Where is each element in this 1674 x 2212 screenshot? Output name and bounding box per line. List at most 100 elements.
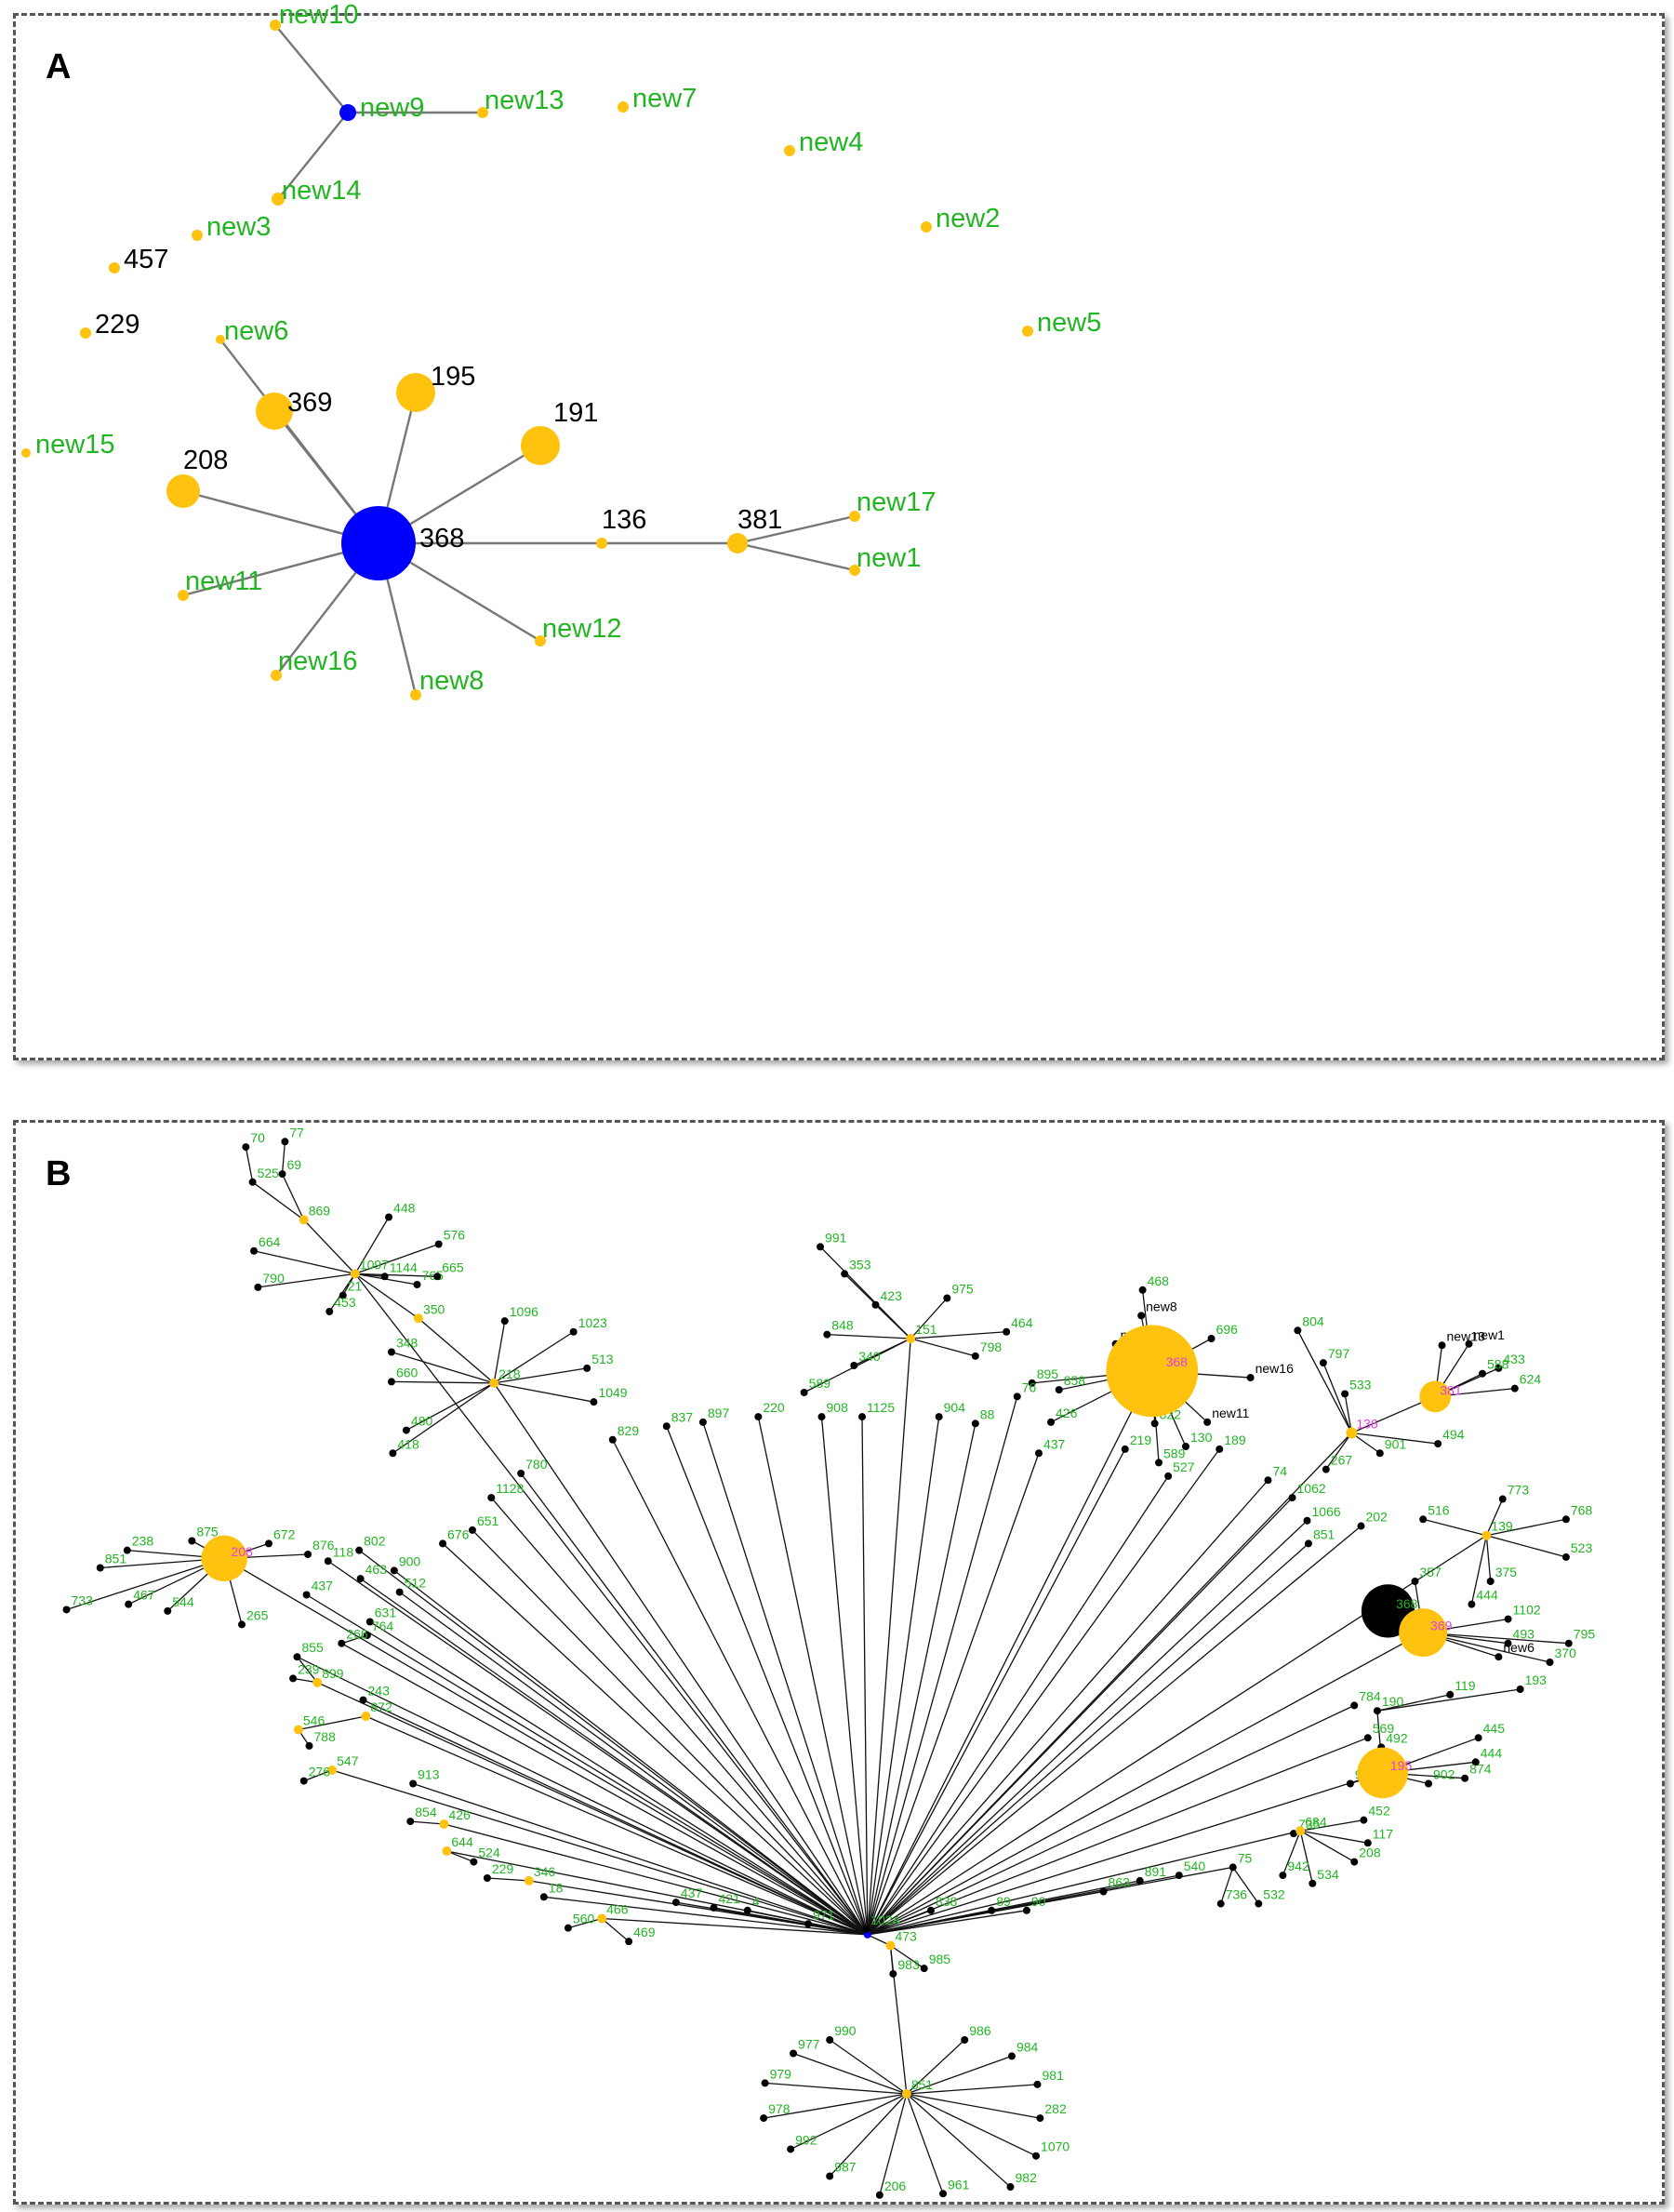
node	[109, 262, 120, 273]
node-label: 464	[1011, 1315, 1033, 1330]
node-label: 208	[232, 1544, 254, 1559]
edge	[867, 1910, 1027, 1936]
node	[597, 1913, 607, 1924]
edge	[297, 1656, 869, 1936]
node	[1164, 1472, 1173, 1480]
node	[21, 448, 31, 458]
edge	[1423, 1632, 1569, 1645]
node-label: 1096	[510, 1304, 538, 1319]
node-label: 1049	[598, 1385, 627, 1400]
edge	[1344, 1393, 1352, 1433]
node-label: 804	[1302, 1313, 1324, 1328]
edge	[829, 2093, 908, 2177]
node	[1279, 1872, 1287, 1880]
node	[1175, 1872, 1183, 1880]
edge	[867, 1497, 1294, 1936]
edge	[493, 1331, 575, 1384]
edge	[223, 1557, 869, 1936]
edge	[258, 1273, 355, 1288]
node-label: 381	[1440, 1383, 1462, 1398]
edge	[354, 1243, 439, 1275]
node	[787, 2145, 795, 2153]
node-label: 589	[809, 1376, 831, 1391]
node-label: new14	[282, 176, 361, 206]
node	[312, 1677, 323, 1687]
edge	[274, 24, 349, 113]
node-label: 282	[1044, 2101, 1067, 2116]
node	[1322, 1465, 1330, 1473]
edge	[807, 1923, 868, 1936]
edge	[472, 1529, 869, 1936]
node	[434, 1240, 443, 1248]
edge	[399, 1592, 869, 1936]
node-label: 18	[549, 1880, 564, 1895]
edge	[1300, 1830, 1368, 1844]
edge	[331, 1769, 868, 1936]
node-label: 369	[1430, 1619, 1453, 1633]
node-label: 516	[1428, 1502, 1450, 1517]
node	[800, 1389, 808, 1396]
node-label: 266	[346, 1627, 368, 1642]
node-label: 195	[431, 362, 475, 392]
node-label: 863	[1109, 1875, 1131, 1890]
node-label: 193	[1525, 1672, 1548, 1687]
node-label: 569	[1373, 1721, 1395, 1736]
edge	[875, 1304, 911, 1339]
node	[862, 1926, 870, 1934]
edge	[567, 1917, 603, 1929]
edge	[867, 1338, 911, 1935]
node	[361, 1712, 371, 1721]
node-label: 370	[1555, 1646, 1577, 1660]
node	[1106, 1325, 1199, 1418]
edge	[1376, 1688, 1521, 1712]
edge	[906, 2093, 944, 2194]
node	[439, 1539, 447, 1548]
node-label: new12	[542, 614, 621, 644]
edge	[906, 2093, 1011, 2188]
node	[1255, 1899, 1263, 1908]
edge	[340, 1643, 869, 1936]
edge	[245, 1146, 254, 1182]
node	[355, 1546, 364, 1554]
node	[1138, 1286, 1147, 1294]
node-label: 4	[752, 1894, 760, 1909]
node	[817, 1243, 825, 1251]
edge	[867, 1417, 940, 1935]
node	[356, 1575, 365, 1583]
edge	[1485, 1499, 1504, 1536]
edge	[442, 1542, 869, 1936]
node-label: 547	[337, 1753, 359, 1768]
edge	[520, 1472, 869, 1936]
node-label: 838	[936, 1894, 958, 1909]
node-label: 202	[1366, 1510, 1388, 1525]
node	[250, 1246, 259, 1255]
node	[350, 1269, 360, 1279]
node-label: 897	[708, 1406, 730, 1420]
node-label: 560	[573, 1912, 595, 1926]
node-label: 1066	[1312, 1504, 1341, 1519]
node	[943, 1294, 951, 1302]
node	[961, 2036, 969, 2044]
node	[387, 1378, 395, 1386]
node	[254, 1283, 262, 1291]
node	[281, 1138, 289, 1146]
node	[1036, 2114, 1044, 2123]
edge	[281, 1141, 286, 1175]
edge	[1351, 1432, 1439, 1445]
node	[671, 1899, 680, 1907]
node-label: 733	[72, 1592, 94, 1607]
node	[1264, 1476, 1272, 1485]
node	[885, 1940, 896, 1951]
node-label: 913	[418, 1767, 440, 1782]
node	[871, 1300, 880, 1309]
edge	[369, 1620, 869, 1936]
node-label: 467	[133, 1588, 155, 1603]
edge	[1282, 1831, 1301, 1876]
node-label: new16	[278, 646, 357, 676]
node-label: 381	[737, 505, 782, 535]
node	[62, 1606, 71, 1614]
node	[293, 1725, 303, 1735]
node	[1419, 1380, 1452, 1413]
